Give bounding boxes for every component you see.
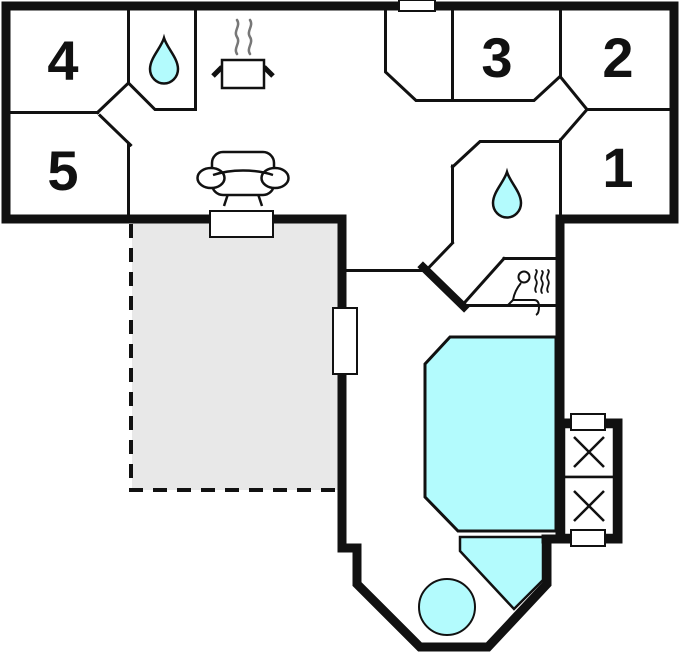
corner-wall-diagonal	[417, 261, 470, 313]
room-3-label: 3	[481, 26, 512, 89]
terrace	[129, 223, 344, 492]
sauna-icon	[507, 269, 550, 316]
room-1-label: 1	[602, 136, 633, 199]
sofa-icon	[196, 150, 290, 207]
room-2-label: 2	[602, 26, 633, 89]
annex-door-bottom	[570, 529, 606, 547]
room-5-label: 5	[47, 139, 78, 202]
swimming-pool-lower-icon	[458, 535, 545, 611]
technical-boxes	[562, 425, 616, 537]
hot-tub-icon	[418, 578, 476, 636]
annex-door-top	[570, 413, 606, 431]
pool-window	[332, 307, 358, 375]
cooking-pot-icon	[211, 18, 275, 90]
water-drop-icon	[148, 33, 180, 85]
terrace-door	[209, 210, 274, 238]
interior-walls-right-wing	[384, 8, 674, 219]
swimming-pool-icon	[423, 335, 558, 533]
terrace-area	[132, 223, 342, 490]
water-drop-icon	[491, 167, 523, 219]
interior-walls-left-wing	[4, 8, 197, 221]
x-marks	[573, 436, 605, 522]
entrance-door	[398, 0, 436, 12]
terrace-dashed-edge	[129, 224, 344, 492]
room-4-label: 4	[47, 29, 78, 92]
